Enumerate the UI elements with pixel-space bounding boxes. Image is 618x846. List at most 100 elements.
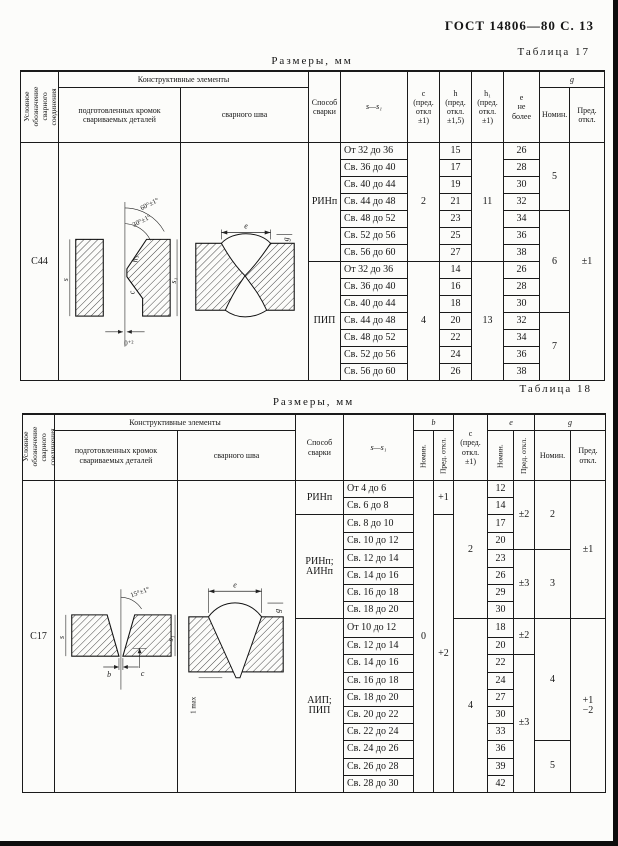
designation-c17: С17 bbox=[22, 480, 55, 793]
c17-edges-diagram: 15°±1° s s₁ b с bbox=[56, 586, 175, 690]
col-header-b-deviation: Пред. откл. bbox=[433, 430, 454, 481]
s-range: Св. 36 до 40 bbox=[340, 278, 408, 296]
h-value: 15 bbox=[439, 142, 472, 160]
s-range: Св. 52 до 56 bbox=[340, 227, 408, 245]
e-deviation: ±3 bbox=[513, 549, 535, 620]
e-value: 36 bbox=[503, 227, 540, 245]
dim-label-gap: 0⁺² bbox=[124, 340, 133, 347]
dim-label-c: с bbox=[140, 669, 144, 678]
scan-edge-right bbox=[613, 0, 618, 846]
g-nominal: 3 bbox=[534, 549, 571, 620]
e-value: 28 bbox=[503, 278, 540, 296]
col-header-g: g bbox=[534, 413, 606, 431]
dim-label-b: b bbox=[107, 670, 111, 679]
s-range: Св. 26 до 28 bbox=[343, 758, 414, 776]
h-value: 25 bbox=[439, 227, 472, 245]
weld-method: ПИП bbox=[308, 261, 341, 381]
c-value: 2 bbox=[407, 142, 440, 262]
s-range: Св. 6 до 8 bbox=[343, 497, 414, 515]
s-range: Св. 18 до 20 bbox=[343, 601, 414, 620]
s-range: Св. 14 до 16 bbox=[343, 567, 414, 586]
col-header-constructive: Конструктивные элементы bbox=[54, 413, 296, 431]
s-range: Св. 8 до 10 bbox=[343, 513, 414, 534]
col-header-e-nominal: Номин. bbox=[487, 430, 514, 481]
dim-label-s1: s₁ bbox=[166, 635, 175, 641]
dim-label-s1: s₁ bbox=[169, 277, 178, 283]
g-deviation: ±1 bbox=[570, 479, 606, 620]
e-nominal: 33 bbox=[487, 722, 514, 741]
table18-caption: Таблица 18 bbox=[519, 383, 592, 395]
e-nominal: 20 bbox=[487, 532, 514, 551]
dim-label-1max: 1 max bbox=[190, 696, 197, 714]
col-header-h: h (пред. откл. ±1,5) bbox=[439, 70, 472, 143]
e-nominal: 18 bbox=[487, 618, 514, 638]
s-range: Св. 10 до 12 bbox=[343, 532, 414, 551]
e-value: 38 bbox=[503, 244, 540, 262]
col-header-c: с (пред. откл. ±1) bbox=[453, 413, 488, 481]
g-deviation: +1 −2 bbox=[570, 618, 606, 793]
c44-edges-diagram: 60°±1° 30°±1° s s₁ h₁ с 0⁺² bbox=[60, 196, 178, 347]
s-range: Св. 44 до 48 bbox=[340, 193, 408, 211]
col-header-seam: сварного шва bbox=[177, 430, 296, 481]
s-range: Св. 40 до 44 bbox=[340, 176, 408, 194]
b-nominal: 0 bbox=[413, 480, 434, 793]
table-18: Условное обозначение сварного соединения… bbox=[22, 413, 606, 794]
col-header-designation: Условное обозначение сварного соединения bbox=[22, 414, 55, 481]
e-nominal: 24 bbox=[487, 671, 514, 690]
e-nominal: 30 bbox=[487, 705, 514, 724]
dim-label-s: s bbox=[60, 278, 69, 281]
col-header-s: s—s₁ bbox=[343, 413, 414, 481]
seam-diagram-cell: е g bbox=[180, 142, 309, 381]
g-nominal: 5 bbox=[534, 739, 571, 794]
e-nominal: 26 bbox=[487, 567, 514, 586]
e-value: 32 bbox=[503, 193, 540, 211]
weld-method: АИП; ПИП bbox=[295, 618, 344, 793]
e-value: 30 bbox=[503, 176, 540, 194]
h-value: 17 bbox=[439, 159, 472, 177]
c44-seam-diagram: е g bbox=[194, 221, 295, 317]
s-range: Св. 16 до 18 bbox=[343, 584, 414, 603]
e-value: 34 bbox=[503, 329, 540, 347]
col-header-edges: подготовленных кромок свариваемых детале… bbox=[58, 87, 181, 143]
h-value: 26 bbox=[439, 363, 472, 381]
h-value: 16 bbox=[439, 278, 472, 296]
e-nominal: 23 bbox=[487, 549, 514, 569]
col-header-designation: Условное обозначение сварного соединения bbox=[20, 71, 59, 143]
c-value: 2 bbox=[453, 479, 488, 620]
e-value: 28 bbox=[503, 159, 540, 177]
dim-label-s: s bbox=[56, 636, 65, 639]
col-header-constructive: Конструктивные элементы bbox=[58, 70, 309, 88]
seam-diagram-cell: е g 1 max bbox=[177, 480, 296, 793]
g-nominal: 4 bbox=[534, 618, 571, 741]
s-range: Св. 24 до 26 bbox=[343, 739, 414, 760]
h-value: 14 bbox=[439, 261, 472, 279]
e-nominal: 20 bbox=[487, 636, 514, 655]
s-range: Св. 16 до 18 bbox=[343, 671, 414, 690]
col-header-e: е не более bbox=[503, 70, 540, 143]
s-range: Св. 18 до 20 bbox=[343, 688, 414, 707]
h-value: 27 bbox=[439, 244, 472, 262]
s-range: Св. 12 до 14 bbox=[343, 549, 414, 569]
s-range: Св. 48 до 52 bbox=[340, 329, 408, 347]
dim-label-h1: h₁ bbox=[130, 255, 139, 262]
col-header-method: Способ сварки bbox=[295, 413, 344, 481]
h1-value: 13 bbox=[471, 261, 504, 381]
e-value: 36 bbox=[503, 346, 540, 364]
s-range: Св. 48 до 52 bbox=[340, 210, 408, 228]
s-range: От 32 до 36 bbox=[340, 142, 408, 160]
h-value: 19 bbox=[439, 176, 472, 194]
g-nominal: 2 bbox=[534, 479, 571, 551]
e-value: 26 bbox=[503, 142, 540, 160]
g-deviation: ±1 bbox=[569, 142, 605, 381]
dim-label-angle30: 30°±1° bbox=[131, 213, 152, 228]
col-header-edges: подготовленных кромок свариваемых детале… bbox=[54, 430, 178, 481]
col-header-g-deviation: Пред. откл. bbox=[570, 430, 606, 481]
h-value: 21 bbox=[439, 193, 472, 211]
col-header-method: Способ сварки bbox=[308, 70, 341, 143]
scan-edge-bottom bbox=[0, 841, 618, 846]
e-nominal: 36 bbox=[487, 739, 514, 760]
c-value: 4 bbox=[407, 261, 440, 381]
g-nominal: 5 bbox=[539, 142, 570, 211]
e-nominal: 30 bbox=[487, 601, 514, 620]
s-range: Св. 12 до 14 bbox=[343, 636, 414, 655]
